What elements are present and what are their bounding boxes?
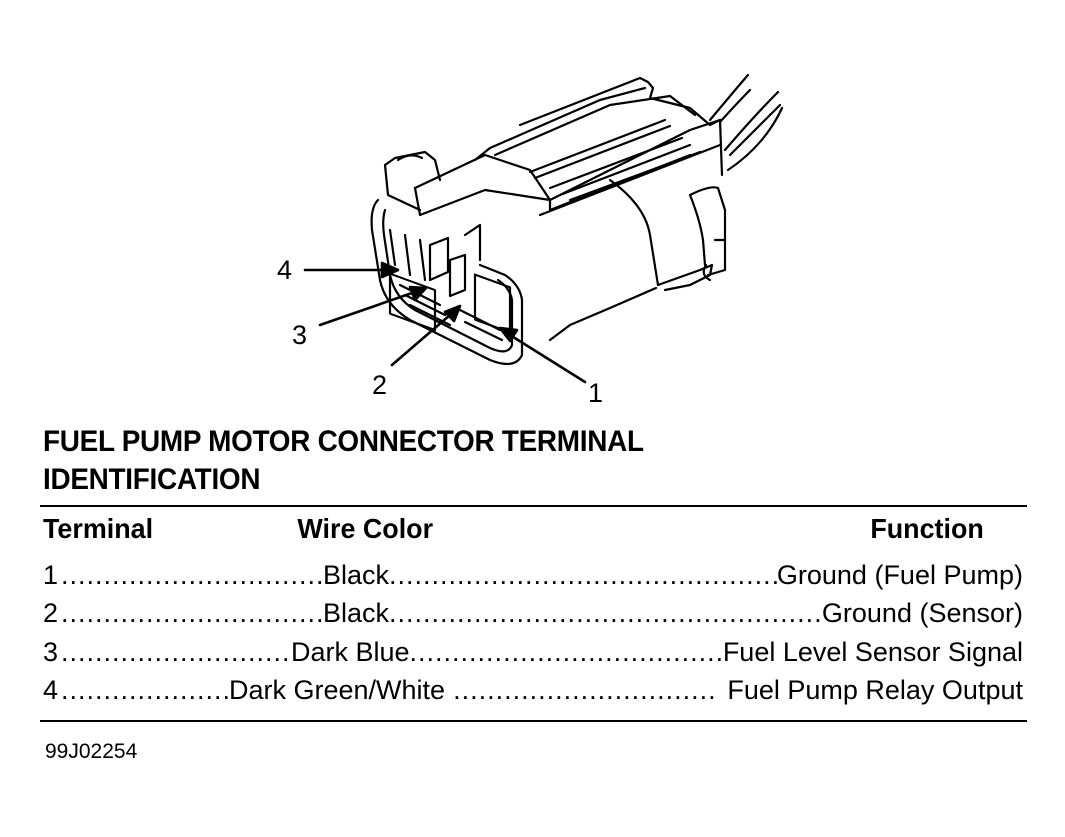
leader-dots	[410, 637, 723, 668]
leader-dots	[389, 598, 822, 629]
callout-label-2: 2	[372, 370, 388, 400]
table-header: Terminal Wire Color Function	[43, 513, 984, 549]
function: Ground (Fuel Pump)	[776, 560, 1023, 590]
leader-dots	[389, 560, 777, 591]
wire-color: Dark Green/White	[229, 675, 446, 705]
table-top-rule	[40, 505, 1027, 507]
header-function: Function	[870, 513, 984, 544]
table-bottom-rule	[40, 720, 1027, 722]
leader-dots	[61, 675, 229, 706]
function: Fuel Level Sensor Signal	[722, 637, 1023, 667]
terminal-number: 4	[43, 675, 59, 705]
title-line-2: IDENTIFICATION	[43, 463, 261, 496]
connector-top-latch	[413, 76, 724, 217]
wire-bundle	[708, 73, 784, 172]
wire-color: Dark Blue	[291, 637, 410, 667]
table-row: 2 Black Ground (Sensor)	[43, 598, 1023, 634]
figure-title: FUEL PUMP MOTOR CONNECTOR TERMINAL IDENT…	[43, 423, 644, 499]
table-row: 1 Black Ground (Fuel Pump)	[43, 560, 1023, 596]
leader-dots	[61, 637, 291, 668]
header-wire-color: Wire Color	[297, 513, 434, 544]
connector-body	[383, 150, 727, 342]
callout-label-3: 3	[292, 320, 308, 350]
terminal-number: 3	[43, 637, 59, 667]
connector-face	[370, 198, 524, 366]
wire-color: Black	[323, 598, 390, 628]
connector-illustration	[303, 73, 784, 384]
header-terminal: Terminal	[43, 513, 154, 544]
function: Fuel Pump Relay Output	[727, 675, 1023, 705]
table-row: 4 Dark Green/White Fuel Pump Relay Outpu…	[43, 675, 1023, 711]
table-row: 3 Dark Blue Fuel Level Sensor Signal	[43, 637, 1023, 673]
leader-dots	[445, 675, 719, 706]
terminal-number: 1	[43, 560, 59, 590]
terminal-number: 2	[43, 598, 59, 628]
leader-dots	[61, 560, 323, 591]
callout-label-4: 4	[277, 255, 293, 285]
wire-color: Black	[323, 560, 390, 590]
title-line-1: FUEL PUMP MOTOR CONNECTOR TERMINAL	[43, 425, 644, 458]
figure-code: 99J02254	[45, 740, 138, 763]
callout-label-1: 1	[588, 378, 604, 408]
callout-arrows	[303, 261, 587, 384]
function: Ground (Sensor)	[821, 598, 1023, 628]
leader-dots	[61, 598, 323, 629]
